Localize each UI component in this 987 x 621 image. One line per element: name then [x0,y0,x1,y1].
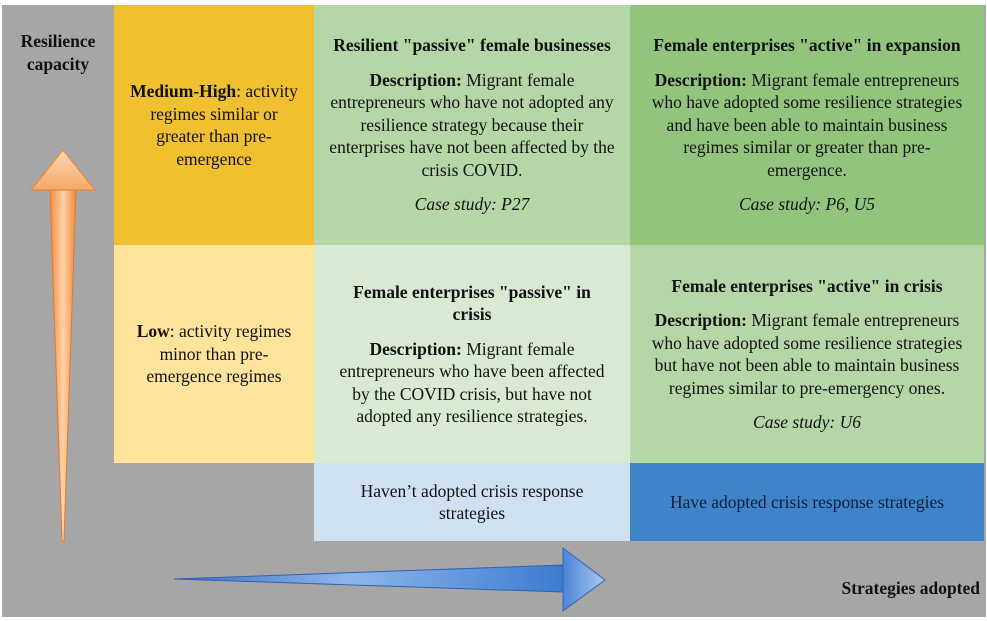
description-text: Migrant female entrepreneurs who have be… [339,338,605,427]
quadrant-resilient-passive: Resilient "passive" female businesses De… [314,5,630,245]
row-level-label: Medium-High [130,81,237,101]
case-study: Case study: P27 [414,194,530,215]
quadrant-passive-crisis: Female enterprises "passive" in crisis D… [314,245,630,463]
case-study: Case study: P6, U5 [738,194,876,215]
description-text: Migrant female entrepreneurs who have no… [329,69,615,180]
row-header-medium-high-text: Medium-High: activity regimes similar or… [124,80,304,170]
y-axis-label: Resilience capacity [2,30,114,75]
column-header-text: Have adopted crisis response strategies [669,491,945,512]
column-header-text: Haven’t adopted crisis response strategi… [360,480,584,524]
column-header-not-adopted: Haven’t adopted crisis response strategi… [314,463,630,541]
quadrant-description: Description: Migrant female entrepreneur… [644,69,970,182]
quadrant-description: Description: Migrant female entrepreneur… [328,69,616,182]
description-label: Description: [654,310,747,330]
row-header-medium-high: Medium-High: activity regimes similar or… [114,5,314,245]
quadrant-description: Description: Migrant female entrepreneur… [644,309,970,399]
row-level-description: : activity regimes similar or greater th… [150,81,298,169]
y-axis-label-text: Resilience capacity [20,31,96,74]
quadrant-description: Description: Migrant female entrepreneur… [338,338,606,428]
description-text: Migrant female entrepreneurs who have ad… [651,310,963,398]
description-label: Description: [369,69,462,90]
column-header-adopted: Have adopted crisis response strategies [630,463,984,541]
quadrant-title: Resilient "passive" female businesses [333,35,611,56]
quadrant-active-crisis: Female enterprises "active" in crisis De… [630,245,984,463]
quadrant-title: Female enterprises "active" in expansion [653,35,961,56]
case-study: Case study: U6 [753,412,861,432]
quadrant-title: Female enterprises "passive" in crisis [353,281,591,325]
quadrant-title: Female enterprises "active" in crisis [671,275,943,296]
x-axis-label-text: Strategies adopted [841,578,980,598]
row-header-low: Low: activity regimes minor than pre-eme… [114,245,314,463]
row-level-description: : activity regimes minor than pre-emerge… [146,321,292,387]
quadrant-active-expansion: Female enterprises "active" in expansion… [630,5,984,245]
x-axis-label: Strategies adopted [780,577,980,600]
description-text: Migrant female entrepreneurs who have ad… [651,69,963,180]
row-header-low-text: Low: activity regimes minor than pre-eme… [124,320,304,388]
row-level-label: Low [136,321,170,342]
description-label: Description: [369,338,462,359]
description-label: Description: [654,69,747,90]
